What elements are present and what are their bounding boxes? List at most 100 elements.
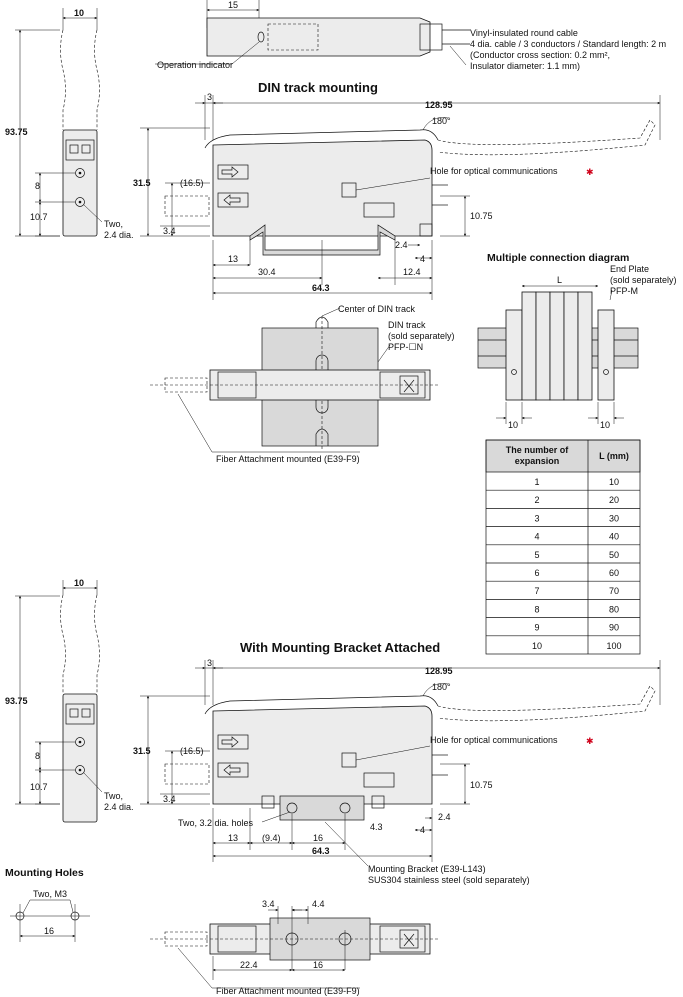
table-cell-length: 50: [609, 550, 619, 560]
table-cell-length: 30: [609, 513, 619, 523]
table-cell-length: 60: [609, 568, 619, 578]
table-header-length: L (mm): [599, 451, 629, 461]
dim-13: 13: [228, 254, 238, 264]
cable-spec-line1: Vinyl-insulated round cable: [470, 28, 578, 38]
dim-height-93-75-b: 93.75: [5, 696, 28, 706]
cable-spec-line3: (Conductor cross section: 0.2 mm²,: [470, 50, 610, 60]
dim-10-7-b: 10.7: [30, 782, 48, 792]
label-operation-indicator: Operation indicator: [157, 60, 233, 70]
dim-31-5: 31.5: [133, 178, 151, 188]
table-cell-length: 80: [609, 604, 619, 614]
dim-3: 3: [207, 92, 212, 102]
heading-din-track: DIN track mounting: [258, 80, 378, 95]
label-two-m3: Two, M3: [33, 889, 67, 899]
label-fiber-attach-1: Fiber Attachment mounted (E39-F9): [216, 454, 360, 464]
label-hole-optical-2: Hole for optical communications: [430, 735, 558, 745]
dim-9-4: (9.4): [262, 833, 281, 843]
table-cell-length: 10: [609, 477, 619, 487]
dim-10-7: 10.7: [30, 212, 48, 222]
dim-holes-16: 16: [44, 926, 54, 936]
mounting-holes-view: Two, M3 16: [10, 889, 90, 942]
dim-4-4: 4.4: [312, 899, 325, 909]
label-end-plate-1: End Plate: [610, 264, 649, 274]
table-cell-length: 100: [606, 641, 621, 651]
dim-31-5-b: 31.5: [133, 746, 151, 756]
label-end-plate-3: PFP-M: [610, 286, 638, 296]
dim-4: 4: [420, 254, 425, 264]
dim-mc-10-left: 10: [508, 420, 518, 430]
table-cell-length: 40: [609, 532, 619, 542]
dim-64-3: 64.3: [312, 283, 330, 293]
dim-12-4: 12.4: [403, 267, 421, 277]
dim-3-4-b: 3.4: [163, 794, 176, 804]
label-din-sold-2: (sold separately): [388, 331, 455, 341]
dim-30-4: 30.4: [258, 267, 276, 277]
dim-4-b: 4: [420, 825, 425, 835]
dim-128-95-b: 128.95: [425, 666, 453, 676]
table-cell-expansion: 3: [534, 513, 539, 523]
heading-bracket: With Mounting Bracket Attached: [240, 640, 440, 655]
multiple-connection-diagram: L End Plate (sold separately) PFP-M 10 1…: [477, 264, 677, 430]
label-din-sold-3: PFP-☐N: [388, 342, 423, 352]
label-bracket-1: Mounting Bracket (E39-L143): [368, 864, 486, 874]
label-two-24: Two,: [104, 219, 123, 229]
label-dia-24: 2.4 dia.: [104, 230, 134, 240]
dim-8-b: 8: [35, 751, 40, 761]
bracket-top-view: 3.4 4.4 22.4 16 Fiber Attachment mounted…: [150, 899, 440, 996]
table-cell-length: 90: [609, 623, 619, 633]
label-dia-24-b: 2.4 dia.: [104, 802, 134, 812]
table-cell-length: 20: [609, 495, 619, 505]
dim-16-c: 16: [313, 960, 323, 970]
side-view-bottom: 10 93.75 8 10.7 Two, 2.4 dia.: [5, 578, 134, 823]
din-front-view: 3 128.95 180° Hole for optical communica…: [133, 92, 661, 300]
asterisk-2: ✱: [586, 736, 594, 746]
label-angle-180-b: 180°: [432, 682, 451, 692]
side-view-top: 10 93.75 8 10.7 Two, 2.4 dia.: [5, 8, 134, 240]
dim-3-b: 3: [207, 658, 212, 668]
label-bracket-2: SUS304 stainless steel (sold separately): [368, 875, 530, 885]
dim-2-4: 2.4: [395, 240, 408, 250]
dim-width-10: 10: [74, 8, 84, 18]
label-hole-optical-1: Hole for optical communications: [430, 166, 558, 176]
table-header-row: [485, 439, 641, 473]
cable-spec-line4: Insulator diameter: 1.1 mm): [470, 61, 580, 71]
cable-spec-line2: 4 dia. cable / 3 conductors / Standard l…: [470, 39, 666, 49]
table-cell-expansion: 6: [534, 568, 539, 578]
dim-3-4-c: 3.4: [262, 899, 275, 909]
table-cell-expansion: 2: [534, 495, 539, 505]
asterisk-1: ✱: [586, 167, 594, 177]
label-center-din: Center of DIN track: [338, 304, 416, 314]
table-cell-expansion: 8: [534, 604, 539, 614]
dim-4-3: 4.3: [370, 822, 383, 832]
label-two-32: Two, 3.2 dia. holes: [178, 818, 254, 828]
dim-10-75: 10.75: [470, 211, 493, 221]
table-header-expansion-line: expansion: [515, 456, 560, 466]
table-cell-expansion: 10: [532, 641, 542, 651]
label-din-sold-1: DIN track: [388, 320, 426, 330]
dim-16-a: 16: [313, 833, 323, 843]
table-cell-expansion: 7: [534, 586, 539, 596]
dim-8: 8: [35, 181, 40, 191]
dim-15: 15: [228, 0, 238, 10]
dim-10-75-b: 10.75: [470, 780, 493, 790]
dim-3-4: 3.4: [163, 226, 176, 236]
dim-13-b: 13: [228, 833, 238, 843]
table-header-expansion-line: The number of: [506, 445, 570, 455]
dim-height-93-75: 93.75: [5, 127, 28, 137]
table-cell-expansion: 4: [534, 532, 539, 542]
top-view: 15 Operation indicator Vinyl-insulated r…: [155, 0, 666, 71]
dim-mc-10-right: 10: [600, 420, 610, 430]
dim-64-3-b: 64.3: [312, 846, 330, 856]
label-L: L: [557, 275, 562, 285]
heading-multiple-connection: Multiple connection diagram: [487, 252, 629, 264]
table-cell-expansion: 1: [534, 477, 539, 487]
dim-22-4: 22.4: [240, 960, 258, 970]
din-top-view: Center of DIN track DIN track (sold sepa…: [150, 304, 455, 464]
dim-2-4-b: 2.4: [438, 812, 451, 822]
table-cell-length: 70: [609, 586, 619, 596]
table-cell-expansion: 5: [534, 550, 539, 560]
dim-16-5: (16.5): [180, 178, 204, 188]
table-cell-expansion: 9: [534, 623, 539, 633]
